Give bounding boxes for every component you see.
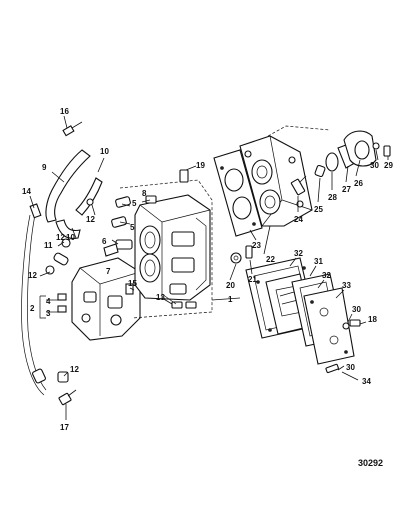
callout-29: 29 [384,161,393,170]
callout-19: 19 [196,161,205,170]
callout-31: 31 [314,257,323,266]
callout-9: 9 [42,163,47,172]
callout-28: 28 [328,193,337,202]
callout-30: 30 [346,363,355,372]
callout-24: 24 [294,215,303,224]
callout-16: 16 [60,107,69,116]
callout-22: 22 [266,255,275,264]
callout-30: 30 [370,161,379,170]
callout-5: 5 [130,223,135,232]
callout-18: 18 [368,315,377,324]
callout-11: 11 [44,241,53,250]
callout-1: 1 [228,295,233,304]
callout-3: 3 [46,309,51,318]
callout-2: 2 [30,304,35,313]
callout-7: 7 [106,267,111,276]
clamps-and-fittings [29,121,94,406]
callout-12: 12 [56,233,65,242]
callout-8: 8 [142,189,147,198]
cylinder-block [103,169,241,319]
callout-10: 10 [66,233,75,242]
callout-30: 30 [352,305,361,314]
callout-34: 34 [362,377,371,386]
callout-33: 33 [342,281,351,290]
callout-10: 10 [100,147,109,156]
callout-20: 20 [226,281,235,290]
cylinder-head [239,125,331,227]
callout-5: 5 [132,199,137,208]
callout-32: 32 [294,249,303,258]
cylinder-head-gasket [213,149,263,237]
bleed-hose-assembly [21,149,103,396]
callout-13: 13 [156,293,165,302]
figure-number: 30292 [358,458,383,468]
callout-4: 4 [46,297,51,306]
transfer-port-cover [303,287,361,374]
callout-23: 23 [252,241,261,250]
callout-6: 6 [102,237,107,246]
callout-12: 12 [86,215,95,224]
callout-26: 26 [354,179,363,188]
callout-15: 15 [128,279,137,288]
callout-labels: 16 9 10 14 12 11 12 10 6 5 8 5 19 7 15 1… [22,107,393,468]
callout-32: 32 [322,271,331,280]
callout-27: 27 [342,185,351,194]
callout-14: 14 [22,187,31,196]
callout-25: 25 [314,205,323,214]
callout-21: 21 [248,275,257,284]
leader-lines [29,115,389,420]
cover-fasteners [230,245,253,264]
callout-12: 12 [70,365,79,374]
thermostat-parts [314,130,391,178]
callout-17: 17 [60,423,69,432]
bypass-cover-housing [39,257,141,341]
callout-12: 12 [28,271,37,280]
